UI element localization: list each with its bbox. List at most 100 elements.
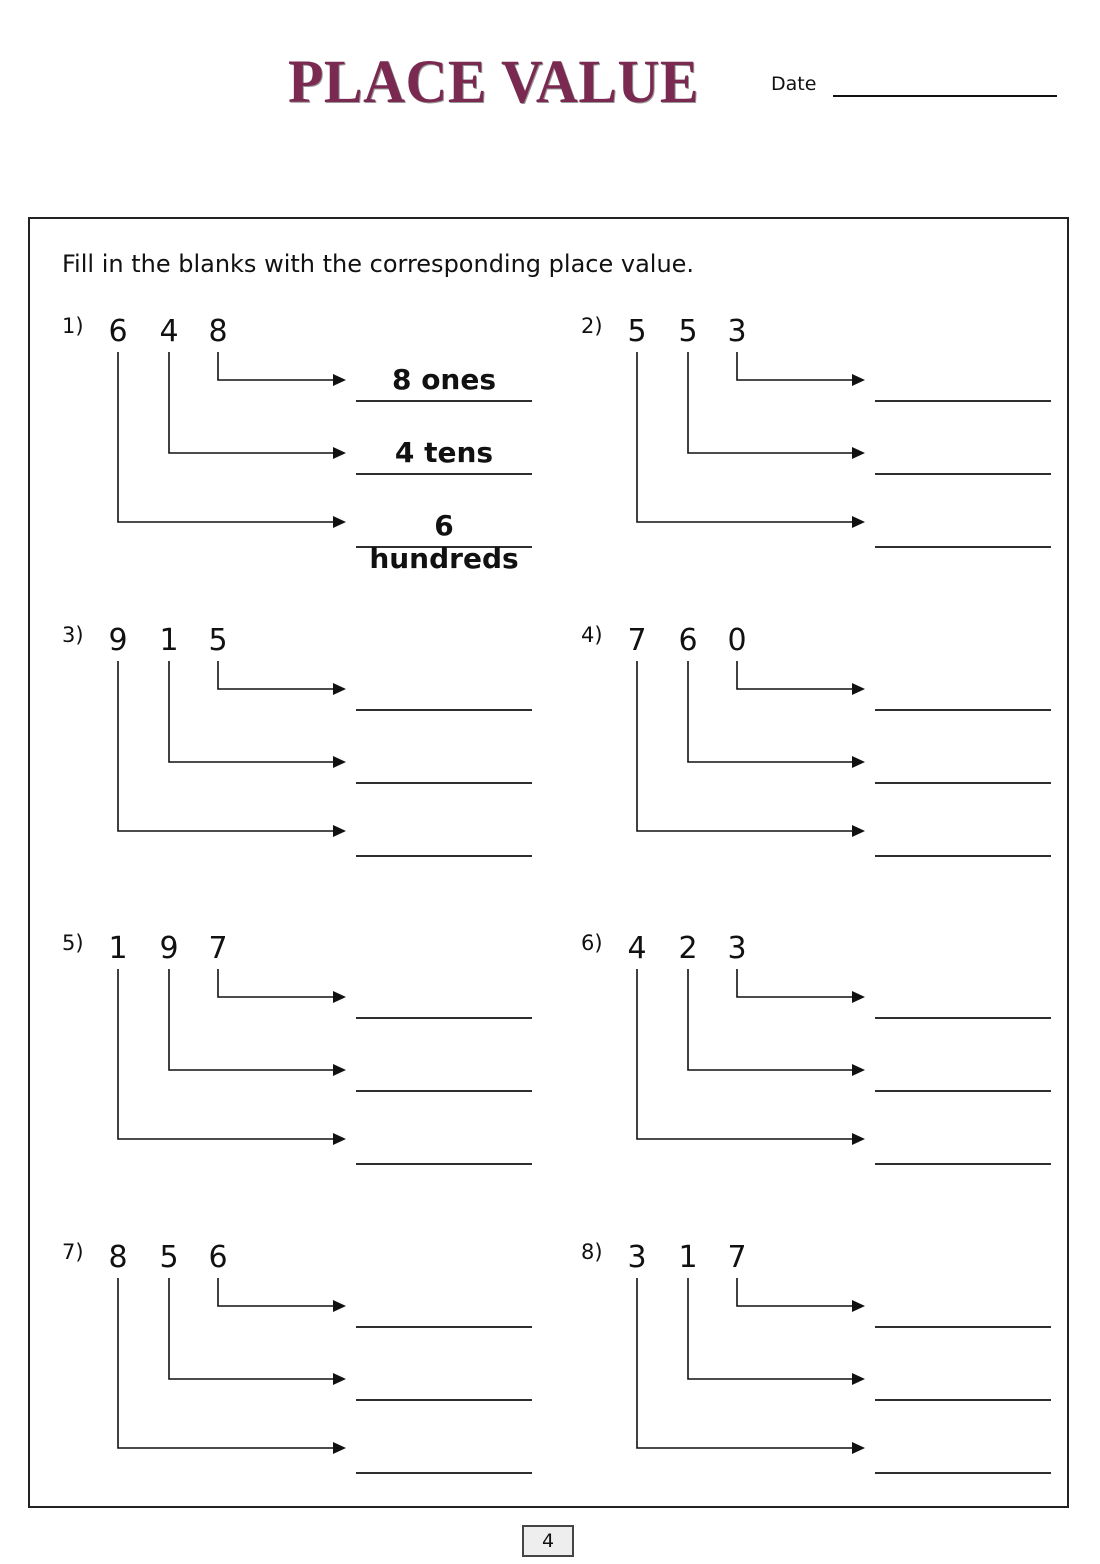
digit: 0: [727, 622, 747, 658]
arrow-head-icon: [852, 516, 865, 528]
digit: 2: [678, 931, 698, 966]
connector-line: [636, 1277, 857, 1449]
arrow-head-icon: [333, 1064, 346, 1076]
arrow-diagram: [636, 352, 1051, 548]
arrow-head-icon: [333, 1372, 346, 1385]
problem-number: 3): [62, 622, 84, 647]
digit: 5: [208, 622, 228, 658]
digit: 4: [159, 314, 179, 349]
digit: 9: [108, 622, 128, 658]
arrow-diagram: [117, 1277, 532, 1474]
digit: 1: [159, 622, 179, 658]
connector-line: [636, 660, 857, 832]
arrow-head-icon: [852, 682, 865, 695]
connector-line: [687, 660, 857, 763]
connector-line: [687, 1277, 857, 1380]
connector-line: [117, 660, 338, 832]
arrow-diagram: [636, 1277, 1051, 1474]
connector-line: [117, 969, 338, 1140]
digit: 8: [108, 1239, 128, 1275]
problem-number: 1): [62, 314, 84, 338]
arrow-head-icon: [333, 447, 346, 459]
page-number: 4: [522, 1525, 574, 1557]
digit: 1: [678, 1239, 698, 1275]
arrow-diagram: [117, 660, 532, 857]
digit: 4: [627, 931, 647, 966]
arrow-head-icon: [333, 991, 346, 1003]
answer-text[interactable]: 8 ones: [391, 363, 497, 396]
connector-line: [217, 1277, 338, 1307]
arrow-head-icon: [333, 1299, 346, 1312]
connector-line: [687, 969, 857, 1071]
page-title: PLACE VALUE: [288, 47, 700, 116]
digit: 3: [627, 1239, 647, 1275]
arrow-head-icon: [333, 1133, 346, 1145]
connector-line: [736, 969, 857, 998]
connector-line: [217, 352, 338, 381]
arrow-head-icon: [333, 374, 346, 386]
arrow-diagram: [636, 660, 1051, 857]
digit: 6: [108, 314, 128, 349]
arrow-head-icon: [333, 682, 346, 695]
arrow-diagram: [636, 969, 1051, 1165]
digit: 6: [208, 1239, 228, 1275]
arrow-head-icon: [852, 755, 865, 768]
arrow-head-icon: [852, 1299, 865, 1312]
answer-text[interactable]: 4 tens: [394, 436, 494, 469]
arrow-head-icon: [852, 1441, 865, 1454]
arrow-diagram: [117, 352, 532, 548]
connector-line: [117, 1277, 338, 1449]
problem-number: 5): [62, 931, 84, 955]
connector-line: [736, 352, 857, 381]
connector-line: [636, 969, 857, 1140]
instructions: Fill in the blanks with the correspondin…: [62, 250, 695, 278]
digit: 1: [108, 931, 128, 966]
arrow-head-icon: [333, 516, 346, 528]
digit: 3: [727, 314, 747, 349]
arrow-head-icon: [852, 447, 865, 459]
problem-number: 2): [581, 314, 603, 338]
problem-number: 7): [62, 1239, 84, 1264]
connector-line: [217, 969, 338, 998]
arrow-head-icon: [852, 1133, 865, 1145]
connector-line: [168, 352, 338, 454]
date-label: Date: [771, 73, 817, 95]
problem-number: 4): [581, 622, 603, 647]
connector-line: [736, 660, 857, 690]
digit: 3: [727, 931, 747, 966]
digit: 5: [627, 314, 647, 349]
arrow-head-icon: [852, 374, 865, 386]
connector-line: [168, 969, 338, 1071]
digit: 5: [678, 314, 698, 349]
digit: 5: [159, 1239, 179, 1275]
arrow-diagram: [117, 969, 532, 1165]
arrow-head-icon: [852, 1372, 865, 1385]
connector-line: [217, 660, 338, 690]
arrow-head-icon: [852, 1064, 865, 1076]
arrow-head-icon: [852, 991, 865, 1003]
problem-number: 6): [581, 931, 603, 955]
arrow-head-icon: [333, 755, 346, 768]
arrow-head-icon: [333, 1441, 346, 1454]
arrow-head-icon: [852, 824, 865, 837]
connector-line: [168, 660, 338, 763]
arrow-head-icon: [333, 824, 346, 837]
date-field[interactable]: [833, 95, 1057, 97]
digit: 6: [678, 622, 698, 658]
digit: 8: [208, 314, 228, 349]
connector-line: [736, 1277, 857, 1307]
connector-line: [636, 352, 857, 523]
problem-number: 8): [581, 1239, 603, 1264]
exercise-frame: [28, 217, 1069, 1508]
connector-line: [687, 352, 857, 454]
digit: 9: [159, 931, 179, 966]
